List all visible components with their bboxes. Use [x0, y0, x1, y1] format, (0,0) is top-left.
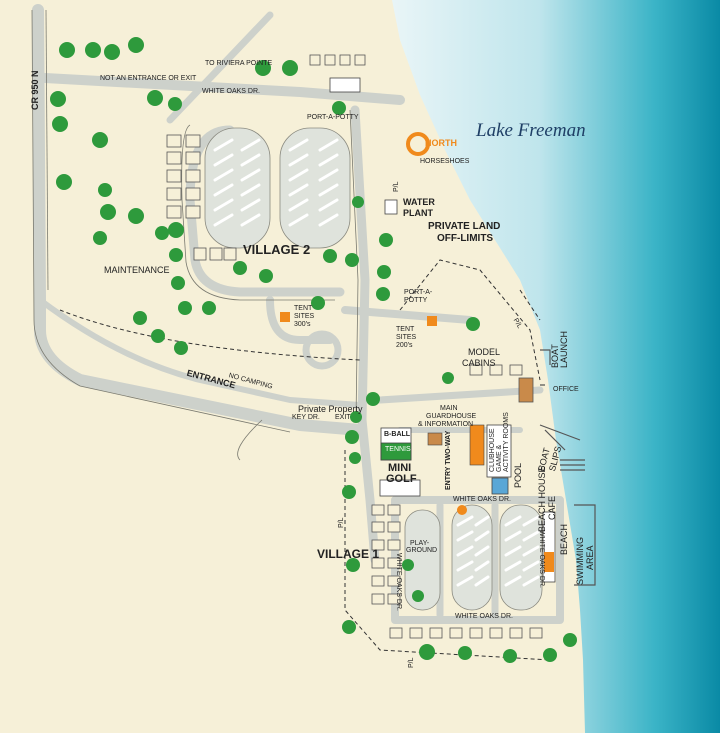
cr950-road [32, 4, 366, 436]
tennis-label: TENNIS [385, 446, 411, 453]
cabins [166, 54, 543, 639]
mini-golf-label-1: MINI [388, 462, 412, 474]
boat-launch-label-2: LAUNCH [559, 330, 569, 368]
private-land-label-1: PRIVATE LAND [428, 221, 501, 232]
horseshoes-label: HORSESHOES [420, 158, 470, 165]
office-label: OFFICE [553, 386, 579, 393]
docks [539, 349, 596, 586]
beach-label: BEACH [559, 523, 569, 555]
trees [50, 37, 577, 663]
tent-300-label-2: SITES [294, 313, 315, 320]
water-plant-label-2: PLANT [403, 208, 433, 218]
white-oaks-left-label: WHITE OAKS DR. [395, 553, 402, 611]
bball-label: B-BALL [384, 431, 411, 438]
port-a-potty-mid-label-2: POTTY [404, 297, 428, 304]
pl-label-3: P/L [393, 181, 400, 192]
clubhouse-label-1: CLUBHOUSE [489, 428, 496, 472]
clubhouse-label-2: GAME & [496, 444, 503, 472]
mini-golf-label-2: GOLF [386, 473, 417, 485]
tent-200-label-3: 200's [396, 342, 413, 349]
tent-300-label-1: TENT [294, 305, 313, 312]
water-plant-label-1: WATER [403, 197, 435, 207]
clubhouse-building [486, 424, 512, 478]
guardhouse-label-2: GUARDHOUSE [426, 413, 477, 420]
private-land-label-2: OFF-LIMITS [437, 233, 494, 244]
port-a-potty-top-label: PORT-A-POTTY [307, 114, 359, 121]
lake-name: Lake Freeman [476, 120, 586, 141]
office-building [518, 377, 534, 403]
tent-200-label-1: TENT [396, 326, 415, 333]
white-oaks-top-label: WHITE OAKS DR. [202, 88, 260, 95]
clubhouse-label-3: ACTIVITY ROOMS [503, 412, 510, 472]
village2-label: VILLAGE 2 [243, 242, 311, 257]
beach-house-label-1: BEACH HOUSE [537, 466, 547, 532]
exit-label: EXIT [335, 414, 351, 421]
tent-300-label-3: 300's [294, 321, 311, 328]
pool-label: POOL [513, 462, 523, 488]
village1-label: VILLAGE 1 [317, 547, 380, 561]
model-cabins-label-1: MODEL [468, 347, 501, 357]
white-oaks-bottom-label: WHITE OAKS DR. [455, 613, 513, 620]
compass [406, 132, 430, 156]
pl-label-2: P/L [408, 657, 415, 668]
tent-icon-200 [427, 316, 437, 326]
cr950-label: CR 950 N [30, 70, 40, 110]
tennis-court [380, 442, 412, 461]
not-entrance-label: NOT AN ENTRANCE OR EXIT [100, 75, 197, 82]
swimming-label-2: AREA [585, 545, 595, 570]
guardhouse-label-1: MAIN [440, 405, 458, 412]
roads [32, 4, 564, 624]
white-oaks-top-road [40, 73, 405, 105]
port-a-potty-mid-label-1: PORT-A- [404, 289, 433, 296]
entry-two-way-label: ENTRY TWO-WAY [445, 430, 452, 490]
private-property-label: Private Property [298, 404, 363, 414]
maintenance-label: MAINTENANCE [104, 265, 170, 275]
guardhouse-label-3: & INFORMATION [418, 421, 474, 428]
water-plant [384, 199, 398, 215]
tent-200-label-2: SITES [396, 334, 417, 341]
lake-water [392, 0, 720, 733]
playground-label-1: PLAY- [410, 540, 430, 547]
compass-label: NORTH [425, 138, 457, 148]
village1-loops [404, 504, 543, 611]
to-riviera-label: TO RIVIERA POINTE [205, 60, 273, 67]
pool [491, 477, 509, 495]
playground-label-2: GROUND [406, 547, 438, 554]
white-oaks-mid-label: WHITE OAKS DR. [453, 496, 511, 503]
guardhouse [427, 432, 443, 446]
swimming-label-1: SWIMMING [575, 537, 585, 585]
key-dr-label: KEY DR. [292, 414, 320, 421]
mini-golf [379, 479, 421, 497]
beach-house-label-2: CAFE [547, 495, 557, 520]
pl-label-1: P/L [338, 517, 345, 528]
tent-icon-300 [280, 312, 290, 322]
white-oaks-right-label: WHITE OAKS DR. [538, 530, 545, 588]
model-cabins-label-2: CABINS [462, 358, 496, 368]
